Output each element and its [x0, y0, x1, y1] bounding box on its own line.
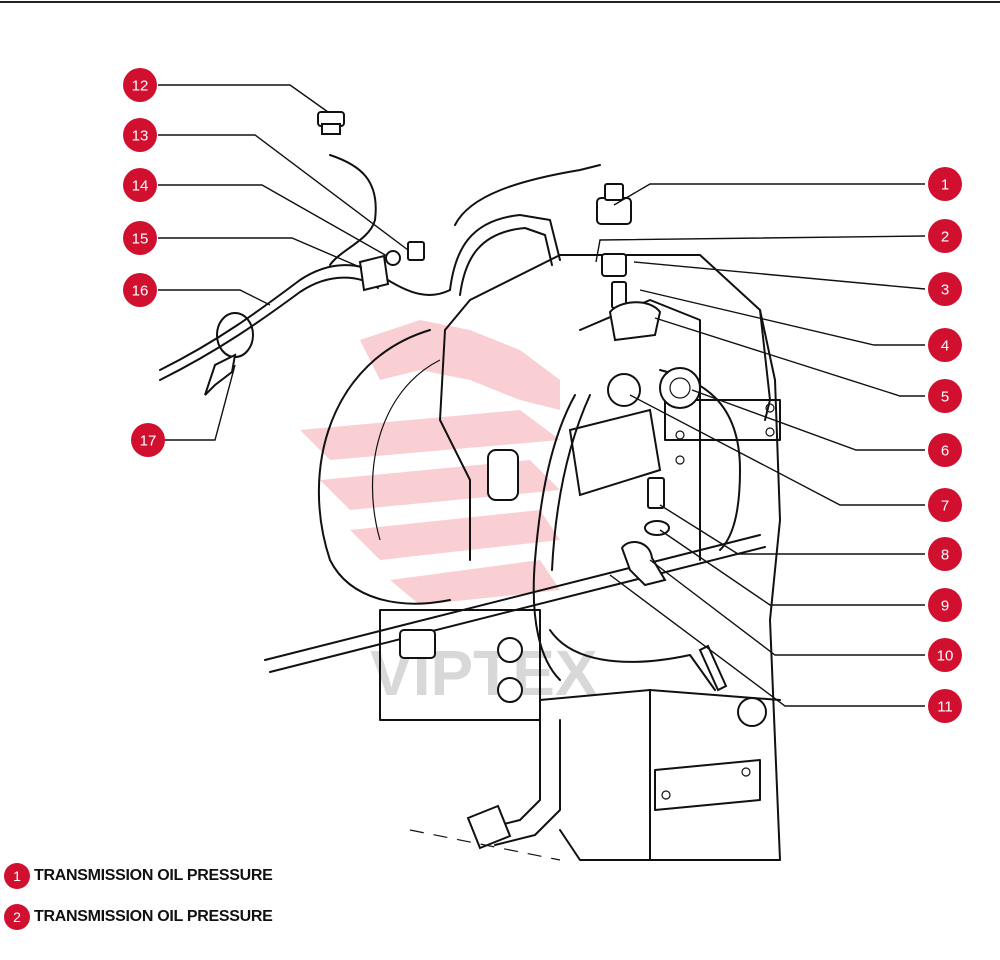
- callout-17: 17: [131, 423, 165, 457]
- callout-2: 2: [928, 219, 962, 253]
- callout-2-number: 2: [941, 229, 949, 246]
- legend-label-2: TRANSMISSION OIL PRESSURE: [34, 908, 273, 925]
- callout-5: 5: [928, 379, 962, 413]
- callout-13-number: 13: [132, 128, 149, 145]
- transmission-housing: [317, 254, 781, 861]
- callout-8: 8: [928, 537, 962, 571]
- callout-9: 9: [928, 588, 962, 622]
- callout-3: 3: [928, 272, 962, 306]
- callout-15-number: 15: [132, 231, 149, 248]
- callout-11-number: 11: [937, 699, 953, 716]
- callout-13: 13: [123, 118, 157, 152]
- callout-12-number: 12: [132, 78, 149, 95]
- callout-6: 6: [928, 433, 962, 467]
- callout-16-number: 16: [132, 283, 149, 300]
- callout-4-number: 4: [941, 338, 949, 355]
- wiring-harness: [159, 154, 741, 692]
- callout-8-number: 8: [941, 547, 949, 564]
- callout-9-number: 9: [941, 598, 949, 615]
- callout-7: 7: [928, 488, 962, 522]
- callout-14-number: 14: [132, 178, 149, 195]
- legend-badge-2: 2: [4, 904, 30, 930]
- callout-5-number: 5: [941, 389, 949, 406]
- callout-4: 4: [928, 328, 962, 362]
- callout-11: 11: [928, 689, 962, 723]
- callout-10: 10: [928, 638, 962, 672]
- callout-16: 16: [123, 273, 157, 307]
- callout-6-number: 6: [941, 443, 949, 460]
- callout-1: 1: [928, 167, 962, 201]
- shift-rod: [264, 534, 766, 673]
- callout-3-number: 3: [941, 282, 949, 299]
- watermark-logo: [300, 320, 560, 605]
- callout-14: 14: [123, 168, 157, 202]
- leader-lines: [158, 84, 926, 707]
- legend-label-1: TRANSMISSION OIL PRESSURE: [34, 867, 273, 884]
- legend-badge-1: 1: [4, 863, 30, 889]
- small-parts: [317, 111, 767, 727]
- callout-10-number: 10: [937, 648, 954, 665]
- legend-row-2: 2 TRANSMISSION OIL PRESSURE: [4, 903, 273, 931]
- callout-17-number: 17: [140, 433, 157, 450]
- callout-12: 12: [123, 68, 157, 102]
- callout-1-number: 1: [941, 177, 949, 194]
- callout-15: 15: [123, 221, 157, 255]
- legend-row-1: 1 TRANSMISSION OIL PRESSURE: [4, 862, 273, 890]
- callout-7-number: 7: [941, 498, 949, 515]
